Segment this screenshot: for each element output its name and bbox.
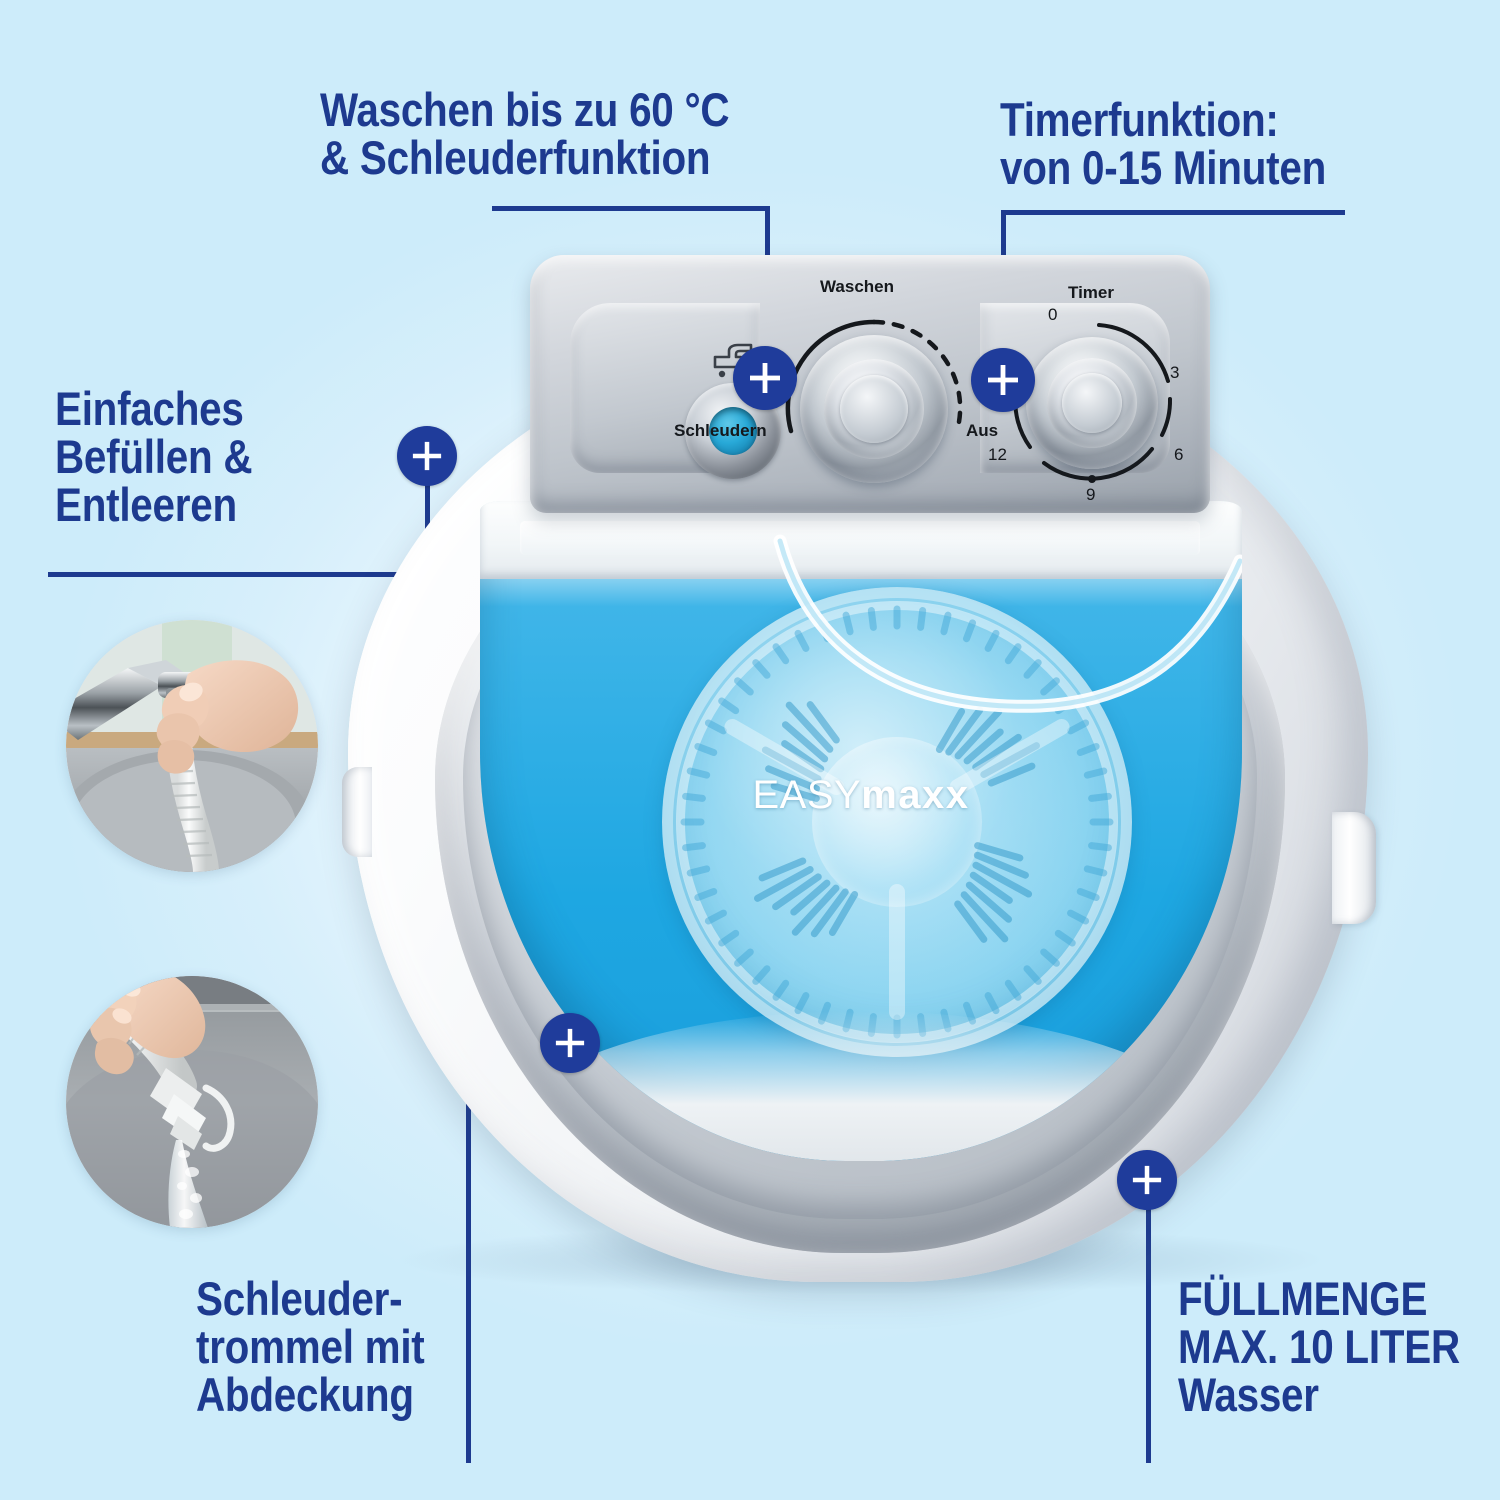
callout-capacity-text: FÜLLMENGE MAX. 10 LITER Wasser [1178, 1272, 1460, 1421]
callout-timer-line-h [1001, 210, 1345, 215]
callout-drum-text: Schleuder- trommel mit Abdeckung [196, 1272, 425, 1421]
callout-wash-text: Waschen bis zu 60 °C & Schleuderfunktion [320, 83, 730, 184]
callout-fill-line-h [48, 572, 430, 577]
timer-tick-9: 9 [1086, 485, 1096, 504]
timer-tick-0: 0 [1048, 305, 1058, 324]
inset-fill-illustration [66, 620, 318, 872]
timer-dial-knob[interactable] [1026, 337, 1158, 469]
spin-basket [662, 587, 1132, 1057]
callout-fill-line-v [425, 458, 430, 576]
callout-drum-line-v [466, 1043, 471, 1463]
side-handle-right[interactable] [1332, 812, 1376, 924]
basket-slot-pattern [680, 605, 1114, 1039]
callout-capacity-line-v [1146, 1180, 1151, 1463]
plus-icon [555, 1028, 585, 1058]
wash-dial-title: Waschen [820, 277, 895, 296]
wash-dial-group[interactable]: Waschen Schleudern Aus [674, 277, 998, 509]
callout-fill-text: Einfaches Befüllen & Entleeren [55, 382, 253, 531]
plus-icon [1132, 1165, 1162, 1195]
timer-dial-group[interactable]: Timer 0 3 6 9 12 15 [980, 283, 1184, 504]
plus-badge-capacity[interactable] [1117, 1150, 1177, 1210]
timer-tick-3: 3 [1170, 363, 1180, 382]
basket-hub [812, 737, 982, 907]
plus-icon [988, 365, 1018, 395]
callout-wash-line-h [492, 206, 768, 211]
timer-tick-12: 12 [988, 445, 1007, 464]
side-handle-left[interactable] [342, 767, 372, 857]
timer-tick-6: 6 [1174, 445, 1184, 464]
wash-dial-label-aus: Aus [966, 421, 999, 440]
inset-photo-fill-from-faucet [66, 620, 318, 872]
plus-icon [412, 441, 442, 471]
brand-logo: EASYmaxx [480, 773, 1242, 818]
wash-tub-window: EASYmaxx [480, 501, 1242, 1161]
brand-suffix: maxx [861, 773, 970, 817]
timer-dial-title: Timer [1068, 283, 1114, 302]
plus-badge-timer[interactable] [971, 348, 1035, 412]
inset-drain-illustration [66, 976, 318, 1228]
control-panel: Waschen Schleudern Aus Timer 0 3 6 9 [530, 255, 1210, 513]
plus-badge-fill[interactable] [397, 426, 457, 486]
wash-dial-knob[interactable] [800, 335, 948, 483]
wash-dial-arc [785, 319, 963, 434]
plus-badge-wash[interactable] [733, 346, 797, 410]
callout-timer-text: Timerfunktion: von 0-15 Minuten [1000, 93, 1327, 194]
mini-washing-machine: EASYmaxx [330, 245, 1395, 1295]
inset-photo-drain-hose [66, 976, 318, 1228]
brand-prefix: EASY [752, 773, 862, 817]
plus-icon [750, 363, 780, 393]
plus-badge-drum[interactable] [540, 1013, 600, 1073]
wash-dial-label-schleudern: Schleudern [674, 421, 767, 440]
